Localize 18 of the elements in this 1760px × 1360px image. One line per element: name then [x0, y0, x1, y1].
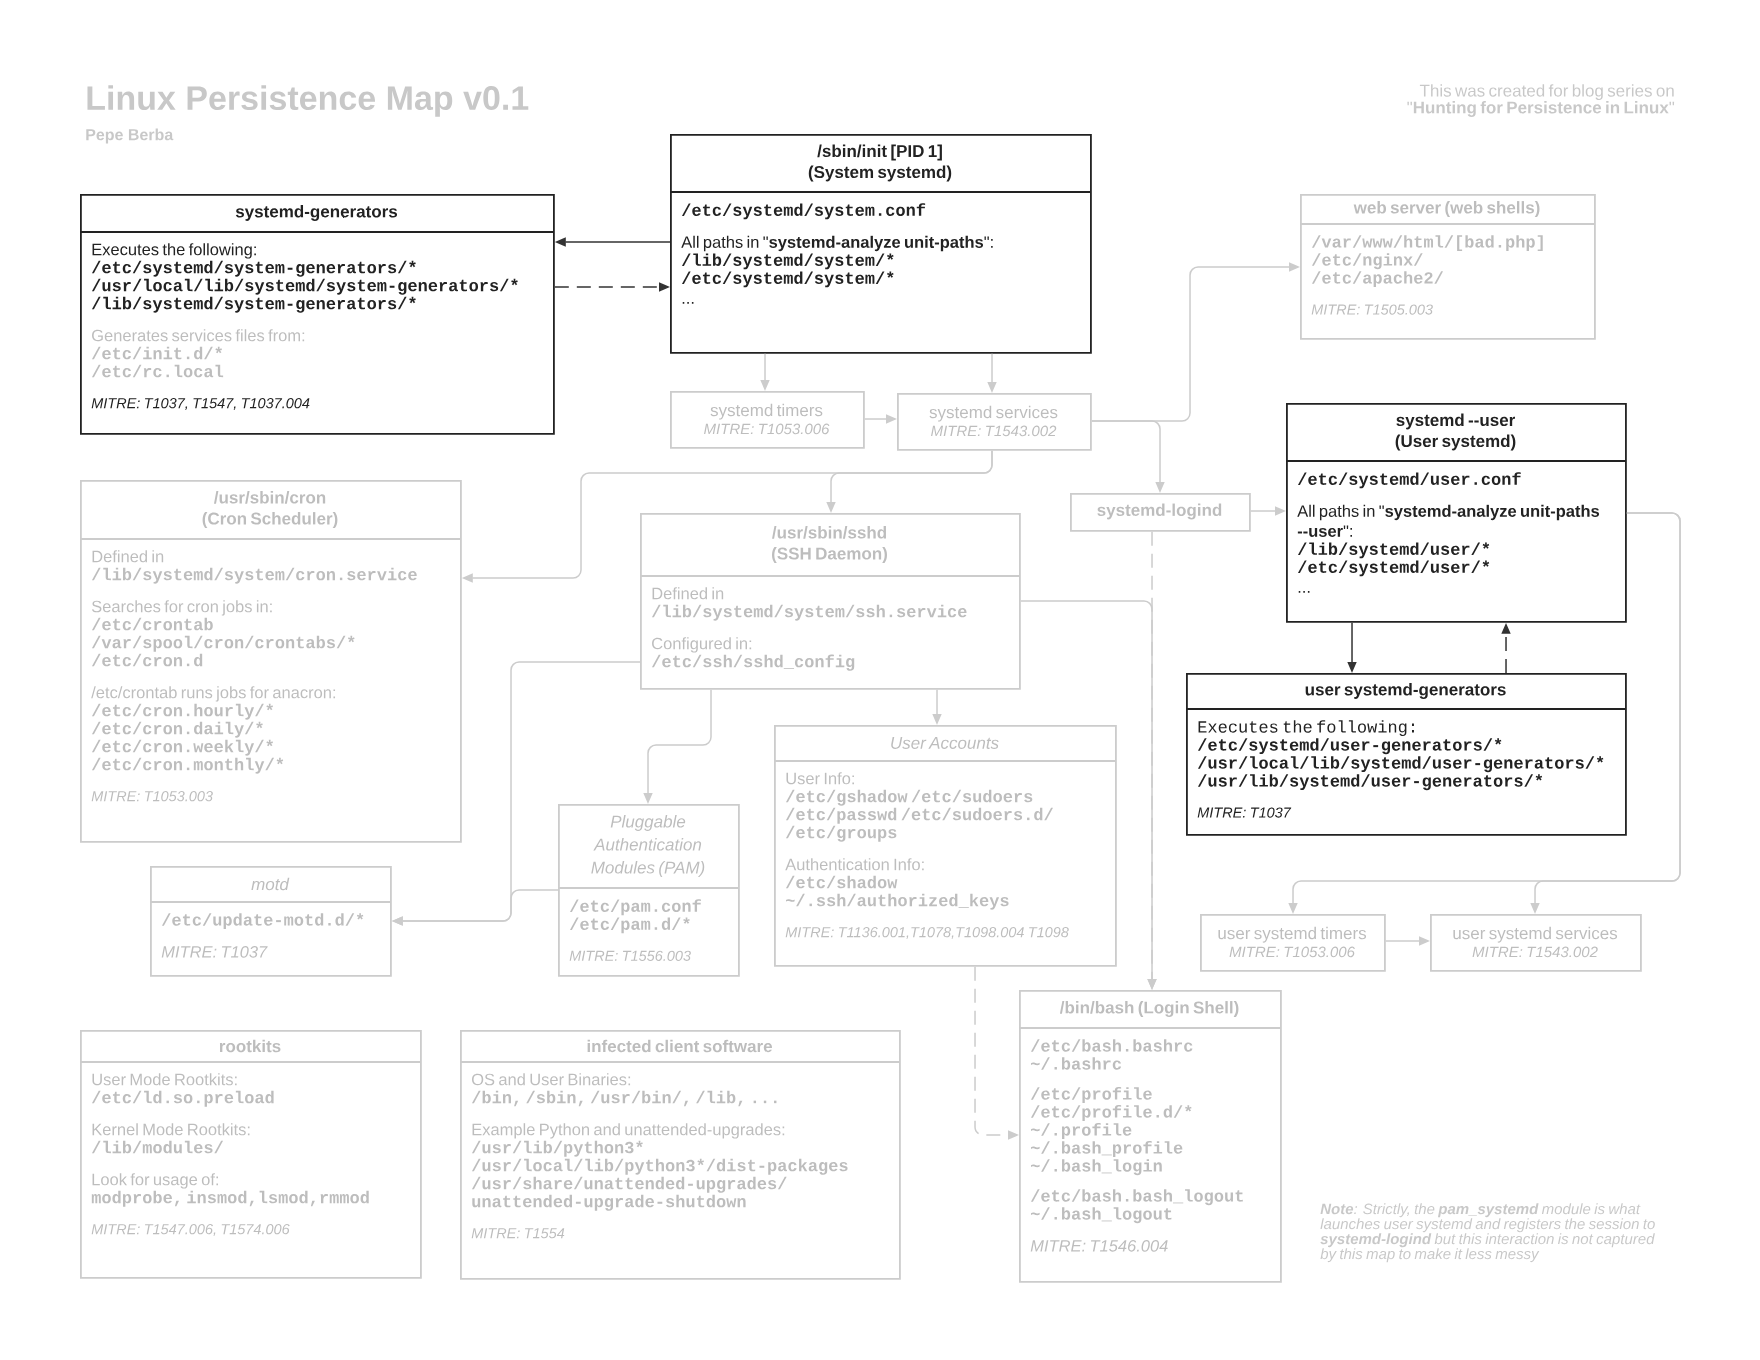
process-box: systemd timers MITRE: T1053.006: [670, 391, 865, 449]
component-box: Pluggable Authentication Modules (PAM) /etc/pam.conf /etc/pam.d/* MITRE: T1556.003: [557, 804, 740, 977]
component-box: web server (web shells) /var/www/html/[bad.php] /etc/nginx/ /etc/apache2/ MITRE: T1505.003: [1299, 194, 1596, 340]
process-box: user systemd services MITRE: T1543.002: [1430, 914, 1642, 972]
component-box: systemd-generators Executes the following: /etc/systemd/system-generators/* /usr/local/lib/systemd/system-generators/* /lib/systemd/system-generators/* Generates services files from: /etc/init.d/* /etc/rc.local MITRE: T1037, T1547, T1037.004: [79, 194, 555, 435]
component-box: user systemd-generators Executes the following: /etc/systemd/user-generators/* /usr/local/lib/systemd/user-generators/* /usr/lib/systemd/user-generators/* MITRE: T1037: [1185, 673, 1627, 836]
component-box: /bin/bash (Login Shell) /etc/bash.bashrc ~/.bashrc /etc/profile /etc/profile.d/* ~/.profile ~/.bash_profile ~/.bash_login /etc/bash.bash_logout ~/.bash_logout MITRE: T1546.004: [1018, 990, 1282, 1283]
component-box: /usr/sbin/cron (Cron Scheduler) Defined in /lib/systemd/system/cron.service Searches for cron jobs in: /etc/crontab /var/spool/cron/crontabs/* /etc/cron.d /etc/crontab runs jobs for anacron: /etc/cron.hourly/* /etc/cron.daily/* /etc/cron.weekly/* /etc/cron.monthly/* MITRE: T1053.003: [79, 480, 462, 843]
component-box: rootkits User Mode Rootkits: /etc/ld.so.preload Kernel Mode Rootkits: /lib/modules/ Look for usage of: modprobe, insmod,lsmod,rmmod MITRE: T1547.006, T1574.006: [79, 1030, 422, 1279]
component-box: infected client software OS and User Binaries: /bin, /sbin, /usr/bin/, /lib, ... Example Python and unattended-upgrades: /usr/lib/python3* /usr/local/lib/python3*/dist-packages /usr/share/unattended-upgrades/ unattended-upgrade-shutdown MITRE: T1554: [459, 1030, 901, 1280]
component-box: /sbin/init [PID 1] (System systemd) /etc/systemd/system.conf All paths in "systemd-analyze unit-paths": /lib/systemd/system/* /etc/systemd/system/* ...: [669, 134, 1092, 354]
component-box: /usr/sbin/sshd (SSH Daemon) Defined in /lib/systemd/system/ssh.service Configured in: /etc/ssh/sshd_config: [639, 513, 1021, 690]
component-box: User Accounts User Info: /etc/gshadow /etc/sudoers /etc/passwd /etc/sudoers.d/ /etc/groups Authentication Info: /etc/shadow ~/.ssh/authorized_keys MITRE: T1136.001,T1078,T1098.004 T1098: [773, 725, 1117, 967]
component-box: systemd --user (User systemd) /etc/systemd/user.conf All paths in "systemd-analyze unit-paths --user": /lib/systemd/user/* /etc/systemd/user/* ...: [1285, 403, 1627, 623]
component-box: motd /etc/update-motd.d/* MITRE: T1037: [149, 866, 392, 977]
process-box: user systemd timers MITRE: T1053.006: [1200, 914, 1386, 972]
process-box: systemd-logind: [1070, 493, 1251, 532]
process-box: systemd services MITRE: T1543.002: [897, 393, 1092, 451]
